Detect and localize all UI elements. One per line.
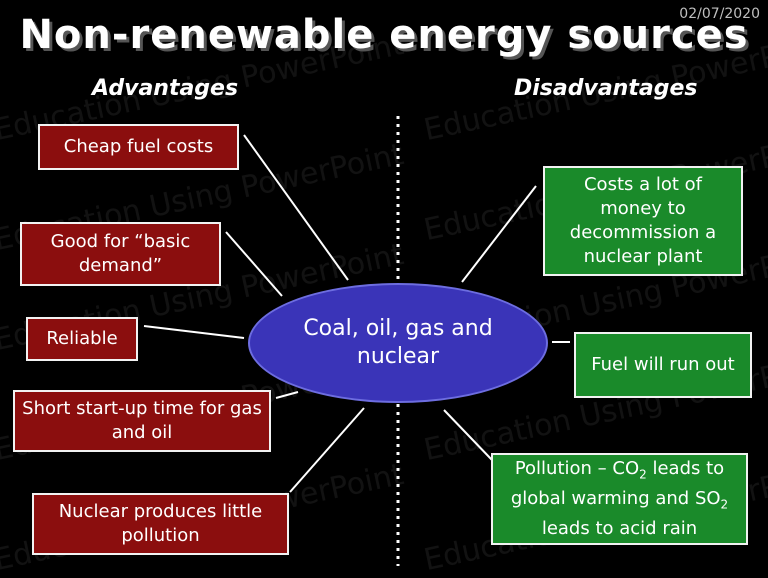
connector-reliable [143,325,245,339]
connector-basic-demand [225,231,283,297]
disadvantage-decommission: Costs a lot of money to decommission a n… [543,166,743,276]
center-ellipse: Coal, oil, gas and nuclear [248,283,548,403]
advantage-label: Good for “basic demand” [50,231,191,276]
advantage-label: Nuclear produces little pollution [58,501,263,546]
connector-co2-pollution [443,409,493,461]
center-label-line2: nuclear [356,344,440,369]
advantage-basic-demand: Good for “basic demand” [20,222,221,286]
disadvantage-fuel-run-out: Fuel will run out [574,332,752,398]
advantage-cheap-fuel: Cheap fuel costs [38,124,239,170]
advantages-heading: Advantages [92,76,239,101]
disadvantage-co2-pollution: Pollution – CO2 leads to global warming … [491,453,748,545]
connector-nuclear-pollution [289,407,365,493]
advantage-reliable: Reliable [26,317,138,361]
disadvantage-label: Pollution – CO2 leads to global warming … [510,458,729,539]
center-label-line1: Coal, oil, gas and [303,316,493,341]
advantage-label: Short start-up time for gas and oil [22,398,262,443]
connector-start-up [275,391,299,399]
advantage-label: Reliable [46,328,118,349]
slide-date: 02/07/2020 [679,6,760,22]
disadvantage-label: Fuel will run out [591,354,735,375]
advantage-label: Cheap fuel costs [63,136,214,157]
advantage-nuclear-pollution: Nuclear produces little pollution [32,493,289,555]
disadvantage-label: Costs a lot of money to decommission a n… [569,174,717,267]
connector-cheap-fuel [243,134,349,281]
connector-decommission [461,185,537,283]
disadvantages-heading: Disadvantages [514,76,698,101]
advantage-start-up: Short start-up time for gas and oil [13,390,271,452]
slide-title: Non-renewable energy sources [19,12,749,58]
